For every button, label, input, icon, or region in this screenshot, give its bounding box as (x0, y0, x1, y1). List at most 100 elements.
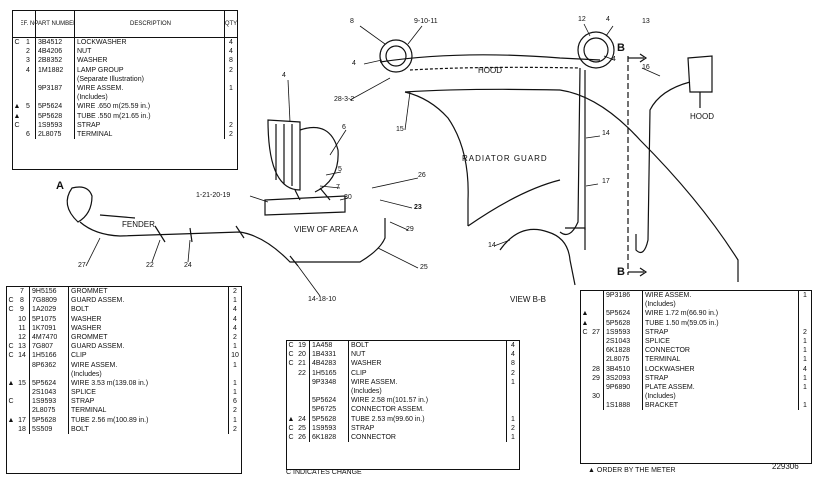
part-number (310, 386, 349, 397)
part-number: 6K1828 (604, 346, 643, 356)
ref-no (15, 397, 30, 407)
ref-no (15, 388, 30, 398)
part-number: 5P6725 (310, 405, 349, 415)
parts-table-top-left: REF. NO. PART NUMBER DESCRIPTION QTY C13… (12, 10, 238, 170)
quantity: 4 (228, 305, 241, 315)
callout-14-bb: 14 (488, 242, 496, 249)
table-row: (Includes) (287, 386, 519, 397)
description: WIRE 3.53 m(139.08 in.) (71, 379, 149, 387)
description: TERMINAL (77, 130, 113, 138)
part-number: 9P3348 (310, 377, 349, 387)
part-number: 1B4331 (310, 350, 349, 360)
ref-no: 5 (21, 102, 36, 112)
ref-no (21, 83, 36, 94)
description: TUBE .550 m(21.65 in.) (77, 112, 151, 120)
part-number: 1A458 (310, 341, 349, 351)
part-number: 9P3186 (604, 291, 643, 301)
ref-no: 9 (15, 305, 30, 315)
part-number: 5P5628 (30, 415, 69, 425)
change-mark: C (8, 398, 14, 406)
section-b-bottom-label: B (617, 266, 625, 278)
change-mark (581, 300, 589, 309)
change-mark: C (582, 328, 588, 336)
callout-27: 27 (78, 262, 86, 269)
quantity (506, 386, 519, 397)
ref-no: 7 (15, 287, 30, 297)
ref-no: 17 (15, 415, 30, 425)
change-mark: C (8, 343, 14, 351)
description: WASHER (351, 360, 382, 368)
part-number: 2L8075 (36, 129, 75, 140)
description: CLIP (71, 352, 87, 360)
part-number: 3S2093 (604, 373, 643, 383)
description: TERMINAL (71, 407, 107, 415)
description: (Includes) (645, 393, 676, 401)
callout-23: 23 (414, 204, 422, 211)
callout-26: 26 (418, 172, 426, 179)
ref-no: 25 (295, 423, 310, 433)
callout-30: 30 (344, 194, 352, 201)
ref-no: 28 (589, 364, 604, 374)
description: STRAP (351, 424, 375, 432)
view-bb-wire (499, 228, 576, 286)
quantity: 1 (798, 346, 811, 356)
part-number: 5P5624 (604, 309, 643, 319)
description: CLIP (351, 369, 367, 377)
part-number: 1S9593 (36, 120, 75, 130)
left-lamp-guard (379, 39, 413, 73)
quantity: 4 (224, 47, 237, 57)
quantity: 1 (506, 414, 519, 424)
change-mark (581, 383, 589, 392)
change-mark: C (288, 351, 294, 359)
description: BOLT (71, 306, 89, 314)
ref-no (589, 336, 604, 347)
callout-7: 7 (336, 184, 340, 191)
change-mark (287, 369, 295, 378)
description: GUARD ASSEM. (71, 343, 125, 351)
description: WIRE 1.72 m(66.90 in.) (645, 310, 719, 318)
description: SPLICE (71, 389, 96, 397)
part-number: 8P6362 (30, 360, 69, 370)
description: LOCKWASHER (645, 365, 695, 373)
description: NUT (77, 48, 92, 56)
change-mark: ▲ (287, 415, 295, 423)
callout-4-left: 4 (352, 60, 356, 67)
ref-no (21, 74, 36, 84)
ref-no: 30 (589, 392, 604, 402)
ref-no (589, 355, 604, 365)
description: WIRE .650 m(25.59 in.) (77, 103, 151, 111)
part-number: 1K7091 (30, 323, 69, 333)
change-mark (287, 378, 295, 387)
change-mark: C (288, 342, 294, 349)
callout-14-right: 14 (602, 130, 610, 137)
ref-no: 18 (15, 424, 30, 434)
part-number: 2S1043 (604, 336, 643, 347)
change-mark (287, 387, 295, 396)
ref-no (589, 300, 604, 310)
part-number: 7G807 (30, 342, 69, 352)
quantity: 8 (224, 56, 237, 66)
change-mark: C (288, 433, 294, 441)
description: WIRE ASSEM. (77, 84, 124, 92)
ref-no (589, 346, 604, 356)
part-number (604, 300, 643, 310)
right-wire (635, 81, 691, 253)
part-number: 5S509 (30, 424, 69, 434)
description: GUARD ASSEM. (71, 297, 125, 305)
